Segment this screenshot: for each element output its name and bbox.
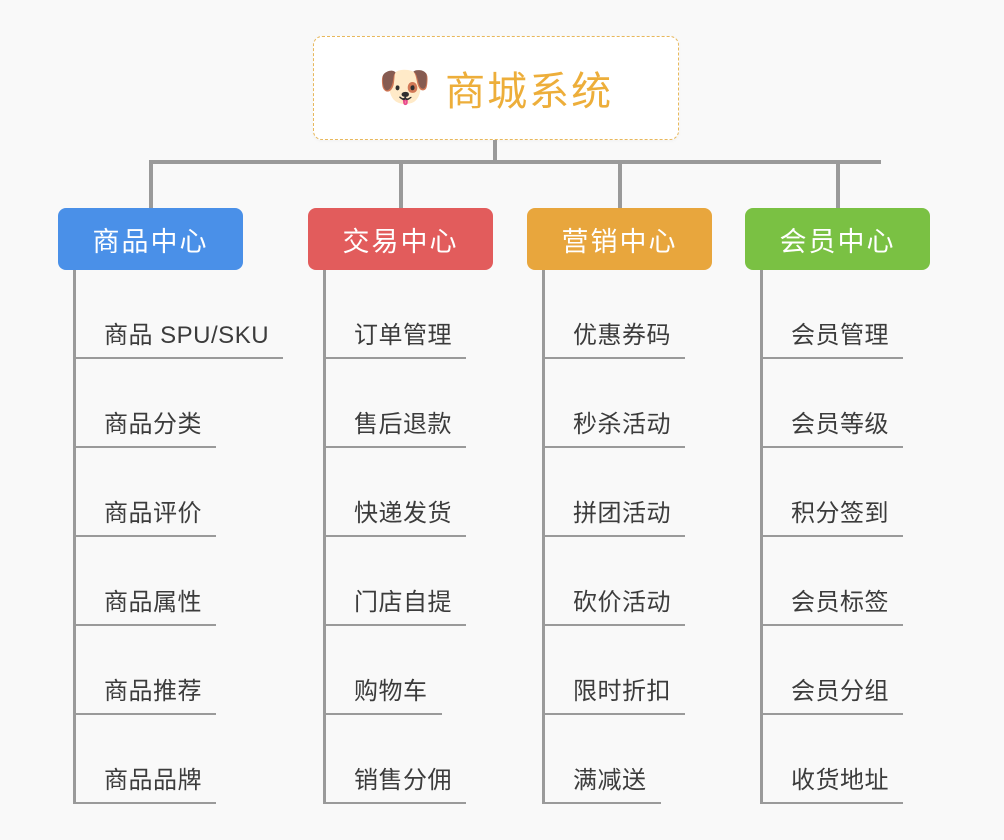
category-header-label: 会员中心 — [779, 226, 896, 257]
leaf-item-label: 商品品牌 — [76, 760, 216, 804]
leaf-list-member-center: 会员管理会员等级积分签到会员标签会员分组收货地址 — [760, 270, 930, 804]
leaf-item[interactable]: 售后退款 — [323, 359, 493, 448]
leaf-item-label: 秒杀活动 — [545, 404, 685, 448]
category-header-label: 营销中心 — [561, 226, 678, 257]
leaf-item-label: 门店自提 — [326, 582, 466, 626]
leaf-item[interactable]: 门店自提 — [323, 537, 493, 626]
leaf-item-label: 会员等级 — [763, 404, 903, 448]
leaf-item[interactable]: 会员管理 — [760, 270, 930, 359]
leaf-item[interactable]: 会员分组 — [760, 626, 930, 715]
leaf-item-label: 砍价活动 — [545, 582, 685, 626]
connector-drop-member-center — [836, 160, 840, 208]
leaf-item[interactable]: 商品推荐 — [73, 626, 243, 715]
connector-vertical-spine — [542, 270, 545, 804]
leaf-item[interactable]: 拼团活动 — [542, 448, 712, 537]
shiba-dog-face-icon: 🐶 — [378, 63, 432, 110]
leaf-item-label: 限时折扣 — [545, 671, 685, 715]
leaf-item[interactable]: 会员等级 — [760, 359, 930, 448]
leaf-item[interactable]: 积分签到 — [760, 448, 930, 537]
connector-vertical-spine — [760, 270, 763, 804]
leaf-item-label: 订单管理 — [326, 315, 466, 359]
category-column-trade-center: 交易中心订单管理售后退款快递发货门店自提购物车销售分佣 — [308, 208, 493, 804]
leaf-item[interactable]: 收货地址 — [760, 715, 930, 804]
leaf-item[interactable]: 销售分佣 — [323, 715, 493, 804]
category-column-member-center: 会员中心会员管理会员等级积分签到会员标签会员分组收货地址 — [745, 208, 930, 804]
leaf-item-label: 商品推荐 — [76, 671, 216, 715]
leaf-item-label: 会员管理 — [763, 315, 903, 359]
leaf-item[interactable]: 商品 SPU/SKU — [73, 270, 284, 359]
leaf-item[interactable]: 购物车 — [323, 626, 493, 715]
leaf-item-label: 商品分类 — [76, 404, 216, 448]
connector-root-stem — [493, 140, 497, 162]
connector-vertical-spine — [323, 270, 326, 804]
leaf-item[interactable]: 商品分类 — [73, 359, 243, 448]
leaf-item[interactable]: 限时折扣 — [542, 626, 712, 715]
category-header-label: 交易中心 — [342, 226, 459, 257]
leaf-item-label: 会员标签 — [763, 582, 903, 626]
category-header-trade-center[interactable]: 交易中心 — [308, 208, 493, 270]
leaf-item-label: 快递发货 — [326, 493, 466, 537]
connector-horizontal-bus — [150, 160, 881, 164]
leaf-item[interactable]: 会员标签 — [760, 537, 930, 626]
category-header-product-center[interactable]: 商品中心 — [58, 208, 243, 270]
root-node-title: 商城系统 — [445, 70, 614, 114]
leaf-item-label: 售后退款 — [326, 404, 466, 448]
category-column-product-center: 商品中心商品 SPU/SKU 商品分类商品评价商品属性商品推荐商品品牌 — [58, 208, 284, 804]
leaf-item-label: 商品评价 — [76, 493, 216, 537]
leaf-item-label: 拼团活动 — [545, 493, 685, 537]
leaf-item-label: 商品 SPU/SKU — [76, 315, 284, 359]
leaf-item-label: 优惠券码 — [545, 315, 685, 359]
leaf-list-marketing-center: 优惠券码秒杀活动拼团活动砍价活动限时折扣满减送 — [542, 270, 712, 804]
leaf-item[interactable]: 商品评价 — [73, 448, 243, 537]
leaf-item[interactable]: 秒杀活动 — [542, 359, 712, 448]
leaf-item[interactable]: 商品属性 — [73, 537, 243, 626]
leaf-item[interactable]: 砍价活动 — [542, 537, 712, 626]
leaf-list-product-center: 商品 SPU/SKU 商品分类商品评价商品属性商品推荐商品品牌 — [73, 270, 284, 804]
leaf-item-label: 收货地址 — [763, 760, 903, 804]
leaf-list-trade-center: 订单管理售后退款快递发货门店自提购物车销售分佣 — [323, 270, 493, 804]
connector-drop-product-center — [149, 160, 153, 208]
leaf-item-label: 积分签到 — [763, 493, 903, 537]
leaf-item-label: 会员分组 — [763, 671, 903, 715]
category-header-marketing-center[interactable]: 营销中心 — [527, 208, 712, 270]
connector-drop-trade-center — [399, 160, 403, 208]
leaf-item-label: 满减送 — [545, 760, 661, 804]
leaf-item[interactable]: 订单管理 — [323, 270, 493, 359]
connector-drop-marketing-center — [618, 160, 622, 208]
category-header-member-center[interactable]: 会员中心 — [745, 208, 930, 270]
category-column-marketing-center: 营销中心优惠券码秒杀活动拼团活动砍价活动限时折扣满减送 — [527, 208, 712, 804]
leaf-item[interactable]: 优惠券码 — [542, 270, 712, 359]
connector-vertical-spine — [73, 270, 76, 804]
leaf-item-label: 购物车 — [326, 671, 442, 715]
leaf-item[interactable]: 商品品牌 — [73, 715, 243, 804]
leaf-item[interactable]: 满减送 — [542, 715, 712, 804]
leaf-item-label: 销售分佣 — [326, 760, 466, 804]
leaf-item-label: 商品属性 — [76, 582, 216, 626]
category-header-label: 商品中心 — [92, 226, 209, 257]
root-node-mall-system[interactable]: 🐶 商城系统 — [313, 36, 679, 140]
leaf-item[interactable]: 快递发货 — [323, 448, 493, 537]
